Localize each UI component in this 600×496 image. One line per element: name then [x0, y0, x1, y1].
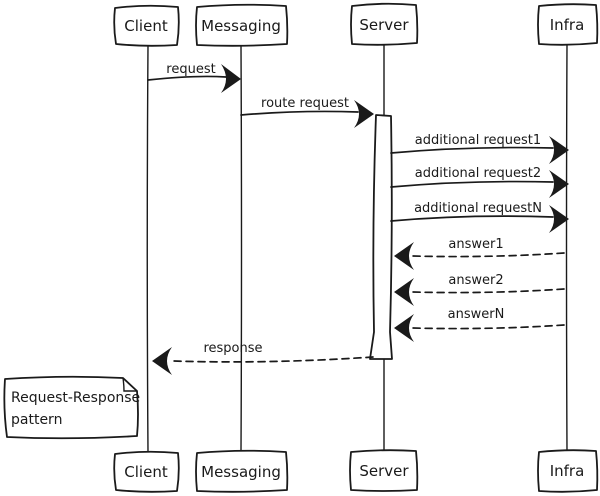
- message-label: answer1: [448, 237, 503, 252]
- actor-label: Server: [359, 16, 409, 34]
- actor-bottom-server: Server: [349, 449, 419, 492]
- actor-top-client: Client: [113, 4, 180, 47]
- message-line: [172, 356, 374, 363]
- message-label: additional request1: [415, 133, 541, 148]
- actor-label: Infra: [550, 462, 585, 480]
- note-box: [3, 375, 139, 440]
- message-label: request: [166, 62, 215, 77]
- arrowhead-right-icon: [549, 136, 569, 164]
- arrowhead-left-icon: [394, 242, 414, 270]
- actor-box: [537, 3, 599, 46]
- note-text-line1: Request-Response: [11, 390, 140, 406]
- actor-box: [195, 3, 289, 47]
- message-line: [411, 252, 565, 258]
- message-additional-request2: additional request2: [390, 166, 569, 198]
- actor-bottom-infra: Infra: [537, 449, 599, 493]
- note-fold-icon: [122, 377, 137, 392]
- actor-box: [195, 449, 289, 493]
- message-line: [390, 215, 554, 222]
- lifeline-messaging: [240, 45, 243, 453]
- actor-box: [350, 2, 419, 46]
- message-line: [390, 146, 554, 154]
- message-answer1: answer1: [394, 237, 565, 270]
- note-text-line2: pattern: [11, 412, 62, 428]
- arrowhead-left-icon: [394, 278, 414, 306]
- actor-label: Infra: [550, 16, 585, 34]
- message-additional-request1: additional request1: [390, 133, 569, 164]
- actor-label: Client: [124, 17, 168, 35]
- message-answerN: answerN: [394, 307, 565, 342]
- actor-top-messaging: Messaging: [195, 3, 289, 47]
- lifeline-client: [146, 44, 149, 453]
- actor-label: Client: [124, 463, 168, 481]
- message-line: [411, 324, 565, 330]
- lifeline-infra: [565, 43, 568, 453]
- message-route-request: route request: [240, 96, 374, 128]
- actor-bottom-messaging: Messaging: [195, 449, 289, 493]
- message-additional-requestN: additional requestN: [390, 201, 569, 233]
- message-line: [240, 110, 359, 116]
- message-label: additional requestN: [414, 201, 542, 216]
- arrowhead-left-icon: [152, 347, 172, 375]
- note-request-response-pattern: Request-Response pattern: [3, 375, 140, 440]
- message-request: request: [147, 62, 241, 93]
- actor-bottom-client: Client: [113, 450, 180, 493]
- message-label: response: [203, 341, 262, 356]
- actor-label: Messaging: [201, 463, 281, 481]
- actor-box: [113, 450, 180, 493]
- message-line: [390, 180, 554, 188]
- activation-bar-server: [369, 114, 393, 360]
- actor-label: Server: [359, 462, 409, 480]
- message-line: [147, 75, 227, 81]
- message-response: response: [152, 341, 374, 375]
- message-label: additional request2: [415, 166, 541, 181]
- arrowhead-right-icon: [549, 170, 569, 198]
- message-answer2: answer2: [394, 273, 565, 306]
- arrowhead-right-icon: [221, 64, 241, 93]
- arrowhead-right-icon: [549, 205, 569, 233]
- actor-box: [349, 449, 419, 492]
- actor-label: Messaging: [201, 17, 281, 35]
- actor-top-infra: Infra: [537, 3, 599, 46]
- actor-box: [113, 4, 180, 47]
- arrowhead-right-icon: [354, 100, 374, 128]
- actor-box: [537, 449, 599, 493]
- arrowhead-left-icon: [394, 314, 414, 342]
- message-label: answer2: [448, 273, 503, 288]
- message-label: answerN: [448, 307, 505, 322]
- message-line: [411, 288, 565, 294]
- message-label: route request: [261, 96, 349, 111]
- actor-top-server: Server: [350, 2, 419, 46]
